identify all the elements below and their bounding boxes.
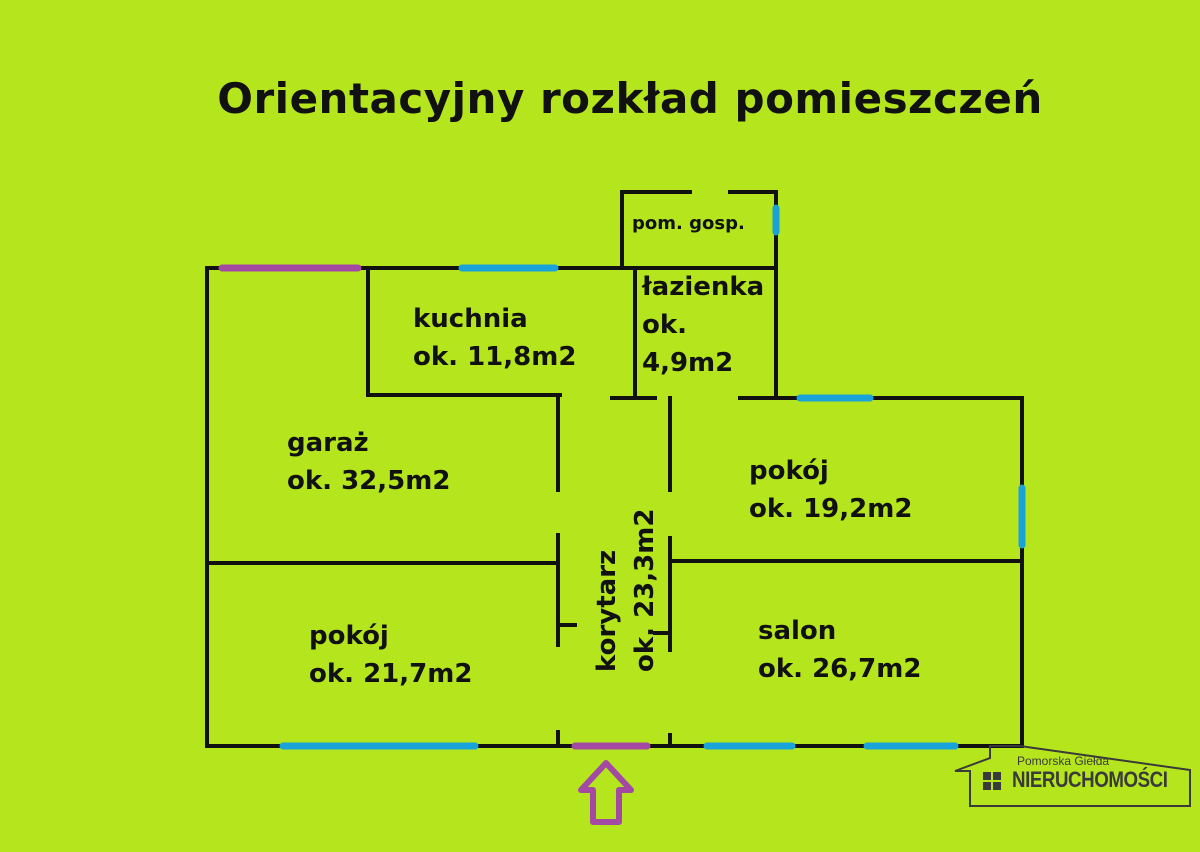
logo-line2: NIERUCHOMOŚCI bbox=[1012, 767, 1168, 792]
room-label-pom-gosp: pom. gosp. bbox=[632, 213, 745, 234]
entrance-arrow-icon bbox=[578, 760, 634, 825]
logo-grid-icon bbox=[983, 772, 1001, 790]
logo-line1: Pomorska Giełda bbox=[1017, 754, 1110, 768]
page-title: Orientacyjny rozkład pomieszczeń bbox=[217, 74, 1043, 123]
